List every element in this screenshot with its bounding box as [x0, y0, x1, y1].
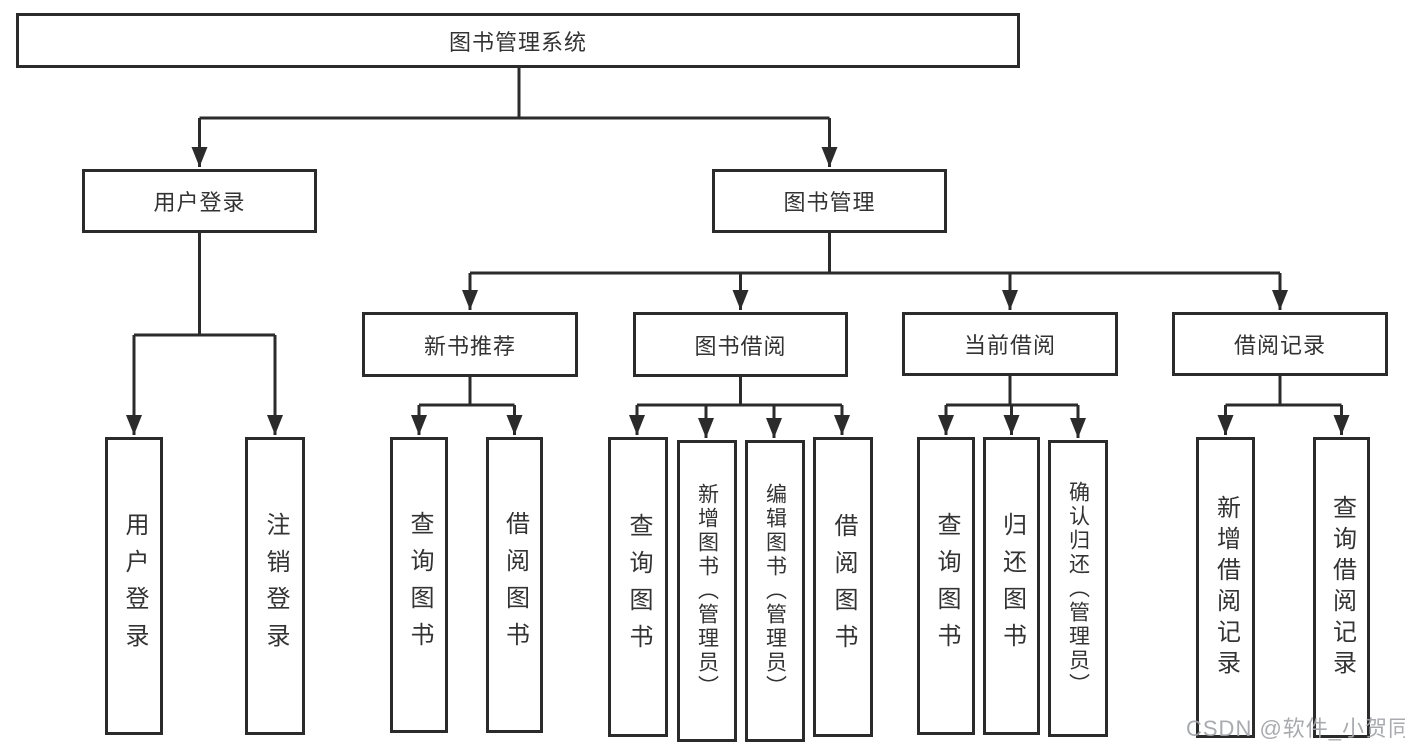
node-new-book-recommend-label: 新书推荐 [423, 333, 516, 359]
node-leaf-cb-query-books-label: 查询图书 [933, 512, 960, 660]
node-leaf-bb-add-books: 新增图书（管理员） [677, 440, 737, 742]
node-leaf-user-login-label: 用户登录 [121, 512, 148, 660]
node-leaf-br-query-record: 查询借阅记录 [1313, 437, 1370, 738]
node-leaf-nb-borrow-books: 借阅图书 [486, 437, 543, 733]
node-borrow-records-label: 借阅记录 [1233, 333, 1326, 358]
node-leaf-br-add-record-label: 新增借阅记录 [1212, 494, 1240, 681]
node-borrow-records: 借阅记录 [1172, 312, 1388, 376]
node-user-login-label: 用户登录 [153, 190, 246, 215]
node-leaf-cb-confirm-return-label: 确认归还（管理员） [1066, 480, 1090, 697]
node-book-management-label: 图书管理 [783, 190, 876, 215]
node-leaf-br-add-record: 新增借阅记录 [1196, 437, 1255, 738]
node-leaf-cb-confirm-return: 确认归还（管理员） [1048, 440, 1108, 737]
node-leaf-bb-query-books: 查询图书 [608, 437, 668, 737]
node-leaf-nb-borrow-books-label: 借阅图书 [501, 511, 529, 659]
csdn-watermark: CSDN @软件_小贺同学 [1186, 716, 1405, 741]
node-leaf-cb-query-books: 查询图书 [917, 437, 975, 735]
node-leaf-bb-borrow-books-label: 借阅图书 [830, 513, 857, 661]
node-current-borrow: 当前借阅 [902, 312, 1118, 376]
node-new-book-recommend: 新书推荐 [362, 312, 578, 377]
node-root: 图书管理系统 [16, 13, 1020, 68]
node-book-borrow: 图书借阅 [633, 312, 848, 377]
node-leaf-bb-edit-books-label: 编辑图书（管理员） [763, 483, 787, 699]
node-leaf-nb-query-books: 查询图书 [390, 437, 448, 733]
node-root-label: 图书管理系统 [448, 29, 587, 55]
node-user-login: 用户登录 [82, 169, 317, 233]
node-current-borrow-label: 当前借阅 [963, 333, 1056, 358]
node-leaf-logout: 注销登录 [245, 437, 305, 735]
node-leaf-user-login: 用户登录 [105, 437, 163, 735]
node-book-management: 图书管理 [712, 169, 947, 233]
node-leaf-bb-borrow-books: 借阅图书 [813, 437, 873, 737]
node-leaf-cb-return-books: 归还图书 [983, 437, 1040, 735]
node-leaf-bb-edit-books: 编辑图书（管理员） [745, 440, 805, 742]
node-leaf-br-query-record-label: 查询借阅记录 [1328, 494, 1356, 681]
node-leaf-nb-query-books-label: 查询图书 [406, 511, 433, 659]
node-leaf-bb-add-books-label: 新增图书（管理员） [695, 483, 719, 699]
node-book-borrow-label: 图书借阅 [694, 333, 787, 359]
node-leaf-logout-label: 注销登录 [262, 512, 289, 660]
node-leaf-cb-return-books-label: 归还图书 [998, 512, 1026, 660]
node-leaf-bb-query-books-label: 查询图书 [625, 513, 652, 661]
